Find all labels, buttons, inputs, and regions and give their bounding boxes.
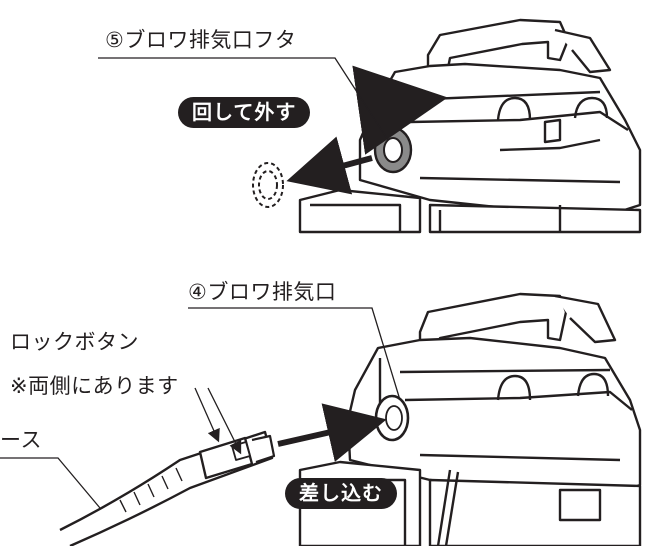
label-hose: ース: [0, 428, 42, 452]
label-blower-exhaust-cap: ⑤ブロワ排気口フタ: [105, 28, 297, 52]
hose-drawing: [59, 430, 276, 546]
leader-line-exhaust-port: [188, 307, 401, 401]
badge-turn-remove: 回して外す: [178, 97, 311, 128]
badge-insert: 差し込む: [285, 478, 397, 509]
insert-arrow-icon: [277, 403, 387, 462]
label-lock-button: ロックボタン: [10, 330, 139, 354]
leader-line-lock-button: [194, 387, 242, 455]
removed-cap-icon: [252, 162, 284, 208]
exhaust-cap-icon: [373, 126, 413, 174]
label-both-sides-note: ※両側にあります: [10, 374, 179, 398]
label-blower-exhaust-port: ④ブロワ排気口: [188, 280, 337, 304]
pull-out-arrow-icon: [286, 136, 373, 195]
vacuum-top-drawing: [298, 18, 642, 234]
leader-line-exhaust-cap: [98, 57, 389, 141]
rotate-arrow-icon: [352, 65, 448, 155]
exhaust-port-icon: [374, 394, 410, 442]
leader-line-hose: [0, 457, 101, 509]
